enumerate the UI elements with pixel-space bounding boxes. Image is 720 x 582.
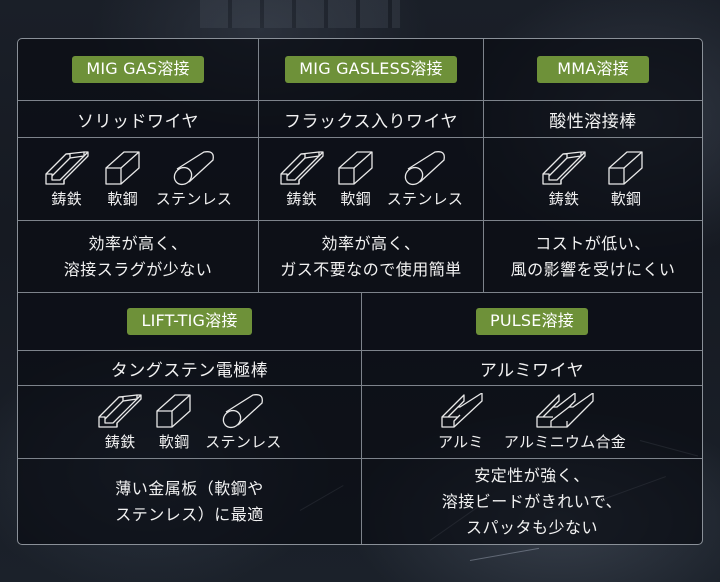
metal-label: 軟鋼 <box>340 189 372 208</box>
metals-cell: 鋳鉄 軟鋼 ステンレス <box>18 386 361 458</box>
metal-mild-steel: 軟鋼 <box>104 150 142 209</box>
welding-comparison-table: MIG GAS溶接 ソリッドワイヤ 鋳鉄 <box>17 38 703 545</box>
method-badge: MIG GASLESS溶接 <box>285 56 457 83</box>
background-spark <box>469 547 540 561</box>
metal-cast-iron: 鋳鉄 <box>541 150 587 209</box>
method-header-lift-tig: LIFT-TIG溶接 <box>18 293 361 350</box>
metal-label: 鋳鉄 <box>104 432 136 451</box>
metal-stainless: ステンレス <box>387 150 464 209</box>
description-cell: 効率が高く、 ガス不要なので使用簡単 <box>259 221 483 292</box>
description-line: スパッタも少ない <box>465 517 598 537</box>
divider <box>18 385 702 386</box>
description-cell: コストが低い、 風の影響を受けにくい <box>484 221 702 292</box>
method-header-mma: MMA溶接 <box>484 39 702 100</box>
metal-stainless: ステンレス <box>205 393 282 452</box>
metal-mild-steel: 軟鋼 <box>607 150 645 209</box>
metal-aluminum-alloy: アルミニウム合金 <box>503 392 627 452</box>
round-bar-icon <box>404 150 445 185</box>
metal-cast-iron: 鋳鉄 <box>44 150 90 209</box>
metals-cell: 鋳鉄 軟鋼 ステンレス <box>259 138 483 220</box>
metal-cast-iron: 鋳鉄 <box>97 393 143 452</box>
background-window <box>200 0 400 28</box>
divider <box>18 350 702 351</box>
round-bar-icon <box>173 150 214 185</box>
description-line: 溶接ビードがきれいで、 <box>441 491 623 511</box>
metal-label: 軟鋼 <box>610 189 642 208</box>
square-bar-icon <box>156 393 191 428</box>
metal-label: 軟鋼 <box>158 432 190 451</box>
wire-type-cell: フラックス入りワイヤ <box>259 101 483 137</box>
description-cell: 効率が高く、 溶接スラグが少ない <box>18 221 258 292</box>
wire-type: フラックス入りワイヤ <box>284 111 458 132</box>
metal-label: ステンレス <box>205 432 282 451</box>
divider <box>18 458 702 459</box>
divider <box>18 220 702 221</box>
channel-icon <box>280 150 324 185</box>
method-badge: LIFT-TIG溶接 <box>127 308 252 335</box>
square-bar-icon <box>608 150 643 185</box>
divider <box>483 39 484 293</box>
divider <box>258 39 259 293</box>
metal-label: 鋳鉄 <box>548 189 580 208</box>
metals-cell: 鋳鉄 軟鋼 ステンレス <box>18 138 258 220</box>
description-line: 効率が高く、 <box>88 233 188 253</box>
method-badge: PULSE溶接 <box>476 308 588 335</box>
method-header-mig-gas: MIG GAS溶接 <box>18 39 258 100</box>
metal-mild-steel: 軟鋼 <box>155 393 193 452</box>
method-badge: MIG GAS溶接 <box>72 56 204 83</box>
channel-icon <box>98 393 142 428</box>
metal-cast-iron: 鋳鉄 <box>279 150 325 209</box>
description-line: 溶接スラグが少ない <box>63 259 213 279</box>
metal-label: 鋳鉄 <box>51 189 83 208</box>
divider <box>18 137 702 138</box>
description-line: ガス不要なので使用簡単 <box>280 259 462 279</box>
description-cell: 薄い金属板（軟鋼や ステンレス）に最適 <box>18 459 361 544</box>
wire-type-cell: タングステン電極棒 <box>18 351 361 385</box>
aluminum-profile-icon <box>441 392 483 428</box>
method-header-pulse: PULSE溶接 <box>362 293 702 350</box>
metal-mild-steel: 軟鋼 <box>337 150 375 209</box>
metal-label: アルミニウム合金 <box>503 432 627 451</box>
wire-type: 酸性溶接棒 <box>549 111 637 132</box>
wire-type: アルミワイヤ <box>479 360 585 381</box>
square-bar-icon <box>338 150 373 185</box>
square-bar-icon <box>105 150 140 185</box>
metals-cell: 鋳鉄 軟鋼 <box>484 138 702 220</box>
divider <box>361 292 362 544</box>
description-line: 薄い金属板（軟鋼や <box>115 478 264 498</box>
divider <box>18 100 702 101</box>
description-line: 効率が高く、 <box>321 233 421 253</box>
wire-type-cell: ソリッドワイヤ <box>18 101 258 137</box>
wire-type: ソリッドワイヤ <box>77 111 199 132</box>
wire-type: タングステン電極棒 <box>110 360 269 381</box>
method-badge: MMA溶接 <box>537 56 649 83</box>
description-line: コストが低い、 <box>535 233 651 253</box>
channel-icon <box>45 150 89 185</box>
description-line: 安定性が強く、 <box>474 465 590 485</box>
method-header-mig-gasless: MIG GASLESS溶接 <box>259 39 483 100</box>
description-line: ステンレス）に最適 <box>115 504 264 524</box>
metal-stainless: ステンレス <box>156 150 233 209</box>
round-bar-icon <box>223 393 264 428</box>
metals-cell: アルミ アルミニウム合金 <box>362 386 702 458</box>
divider <box>18 292 702 293</box>
channel-icon <box>542 150 586 185</box>
description-cell: 安定性が強く、 溶接ビードがきれいで、 スパッタも少ない <box>362 459 702 544</box>
metal-label: ステンレス <box>155 189 233 208</box>
metal-label: ステンレス <box>386 189 464 208</box>
metal-label: アルミ <box>437 432 484 451</box>
wire-type-cell: アルミワイヤ <box>362 351 702 385</box>
metal-label: 軟鋼 <box>107 189 139 208</box>
aluminum-alloy-profile-icon <box>536 392 594 428</box>
metal-aluminum: アルミ <box>437 392 484 452</box>
description-line: 風の影響を受けにくい <box>510 259 676 279</box>
metal-label: 鋳鉄 <box>286 189 318 208</box>
wire-type-cell: 酸性溶接棒 <box>484 101 702 137</box>
